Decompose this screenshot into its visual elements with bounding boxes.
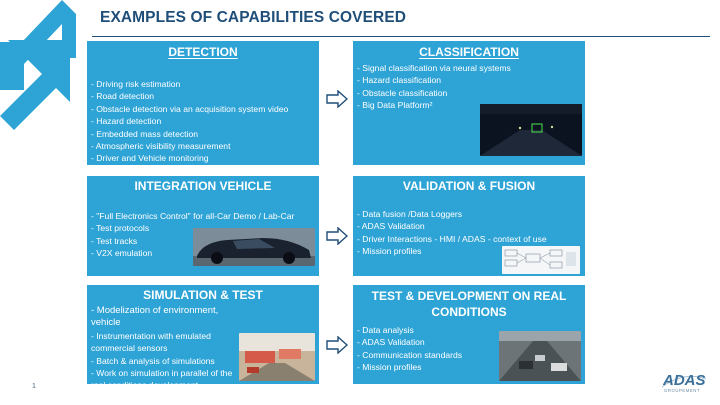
adas-logo: ADAS GROUPEMENT bbox=[661, 372, 707, 393]
list-item: - Communication standards bbox=[357, 349, 463, 360]
simulation-scene-image bbox=[239, 333, 315, 381]
arrow-right-icon bbox=[326, 227, 348, 245]
list-item: - Mission profiles bbox=[357, 246, 422, 257]
testdev-road-image bbox=[499, 331, 581, 381]
detection-box: DETECTION - Driving risk estimation - Ro… bbox=[87, 41, 319, 165]
list-item: - "Full Electronics Control" for all-Car… bbox=[91, 211, 295, 221]
testdev-title: TEST & DEVELOPMENT ON REAL CONDITIONS bbox=[371, 289, 567, 319]
validation-list: - Data fusion /Data Loggers - ADAS Valid… bbox=[357, 208, 547, 258]
arrow-right-icon bbox=[326, 90, 348, 108]
list-item: - Big Data Platform² bbox=[357, 100, 433, 111]
list-item: - ADAS Validation bbox=[357, 221, 425, 232]
classification-box: CLASSIFICATION - Signal classification v… bbox=[353, 41, 585, 165]
list-item: - Mission profiles bbox=[357, 362, 422, 373]
list-item: - Hazard classification bbox=[357, 75, 442, 86]
list-item: - Work on simulation in parallel of the … bbox=[91, 368, 233, 391]
list-item: - Obstacle detection via an acquisition … bbox=[91, 103, 289, 114]
simulation-list: - Modelization of environment, vehicle -… bbox=[91, 305, 241, 392]
simulation-box: SIMULATION & TEST - Modelization of envi… bbox=[87, 285, 319, 390]
list-item: - Test protocols bbox=[91, 223, 150, 234]
list-item: - Driver and Vehicle monitoring bbox=[91, 153, 209, 164]
list-item: - Driving risk estimation bbox=[91, 79, 181, 89]
list-item: - ADAS Validation bbox=[357, 337, 425, 348]
slide-title: EXAMPLES OF CAPABILITIES COVERED bbox=[100, 9, 407, 26]
classification-title: CLASSIFICATION bbox=[419, 45, 519, 59]
validation-title: VALIDATION & FUSION bbox=[402, 179, 536, 193]
list-item: - Road detection bbox=[91, 91, 155, 102]
integration-list: - "Full Electronics Control" for all-Car… bbox=[91, 210, 299, 260]
title-divider bbox=[92, 36, 710, 37]
list-item: - Hazard detection bbox=[91, 116, 162, 127]
list-item: - Obstacle classification bbox=[357, 87, 448, 98]
testdev-box: TEST & DEVELOPMENT ON REAL CONDITIONS - … bbox=[353, 285, 585, 384]
arrow-right-icon bbox=[326, 336, 348, 354]
corner-arrow-icon bbox=[0, 0, 76, 130]
list-item: - Instrumentation with emulated commerci… bbox=[91, 330, 211, 354]
svg-text:ADAS: ADAS bbox=[662, 372, 706, 389]
page-number: 1 bbox=[32, 383, 36, 390]
validation-box: VALIDATION & FUSION - Data fusion /Data … bbox=[353, 176, 585, 276]
svg-text:GROUPEMENT: GROUPEMENT bbox=[664, 388, 700, 393]
integration-car-image bbox=[193, 228, 315, 266]
list-item: - Modelization of environment, vehicle bbox=[91, 305, 219, 329]
simulation-title: SIMULATION & TEST bbox=[143, 288, 263, 302]
integration-box: INTEGRATION VEHICLE - "Full Electronics … bbox=[87, 176, 319, 276]
list-item: - Driver Interactions - HMI / ADAS - con… bbox=[357, 233, 547, 244]
classification-camera-image bbox=[480, 104, 582, 156]
detection-list: - Driving risk estimation - Road detecti… bbox=[91, 78, 288, 165]
list-item: - Data fusion /Data Loggers bbox=[357, 209, 463, 219]
list-item: - Test tracks bbox=[91, 235, 138, 246]
list-item: - Embedded mass detection bbox=[91, 128, 199, 139]
list-item: - Data analysis bbox=[357, 325, 414, 335]
validation-diagram-image bbox=[502, 246, 580, 274]
list-item: - Batch & analysis of simulations bbox=[91, 355, 215, 366]
list-item: - Signal classification via neural syste… bbox=[357, 63, 511, 73]
list-item: - V2X emulation bbox=[91, 248, 153, 259]
classification-list: - Signal classification via neural syste… bbox=[357, 62, 511, 112]
testdev-list: - Data analysis - ADAS Validation - Comm… bbox=[357, 324, 462, 374]
detection-title: DETECTION bbox=[168, 45, 238, 59]
list-item: - Atmospheric visibility measurement bbox=[91, 141, 231, 152]
integration-title: INTEGRATION VEHICLE bbox=[134, 179, 272, 193]
